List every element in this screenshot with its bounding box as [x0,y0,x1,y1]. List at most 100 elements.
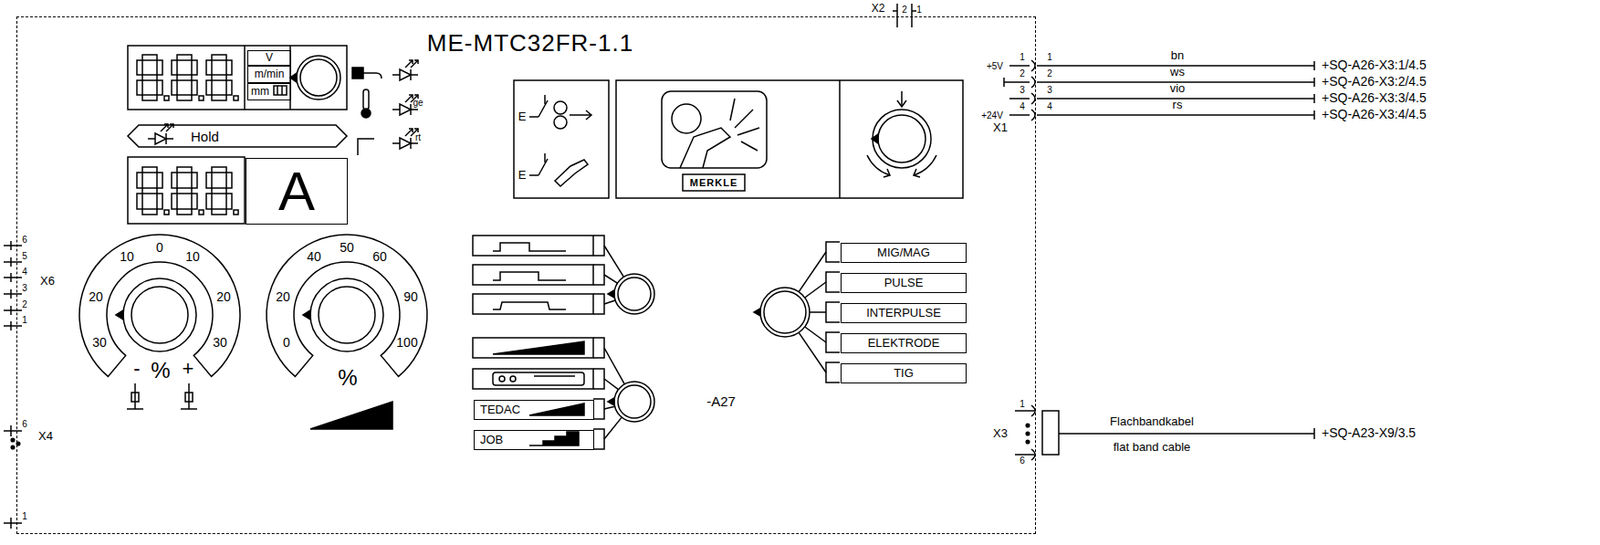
segment [156,172,163,189]
panel-label: 10 [185,250,200,264]
selector-box [472,337,594,358]
label-box: mm [247,83,292,101]
selector-tab [593,235,605,256]
decimal-point [198,95,204,101]
decimal-point [233,95,239,101]
panel-stroke [166,124,174,132]
panel-stroke [3,261,22,263]
panel-stroke [1003,81,1030,84]
panel-label: 90 [403,290,419,304]
segment [142,209,157,215]
panel-stroke [671,104,701,134]
panel-stroke [616,80,963,199]
panel-stroke [913,155,937,176]
panel-stroke [805,282,827,298]
panel-stroke [3,324,22,327]
panel-label: ws [1170,65,1185,79]
panel-label: X4 [38,429,53,443]
selector-tab [826,271,840,293]
panel-label: flat band cable [1113,440,1192,454]
segment [206,60,212,75]
segment [211,94,227,101]
panel-stroke [1009,114,1030,116]
panel-label: 4 [21,266,28,277]
panel-stroke [529,174,539,177]
label-box: TIG [840,363,967,384]
panel-stroke [604,406,616,409]
knob [617,277,651,311]
panel-stroke [3,522,22,524]
panel-label: ge [412,97,423,108]
panel-stroke [408,94,413,99]
panel-stroke [867,155,890,176]
panel-stroke [1313,61,1316,71]
panel-label: V [265,52,273,64]
panel-stroke [10,289,12,299]
panel-label: E [518,110,527,124]
panel-label: 1 [21,314,28,325]
panel-label: X2 [871,2,886,15]
panel-stroke [1014,409,1035,412]
selector-tab [593,398,605,419]
panel-label: 1 [1019,52,1025,63]
panel-label: A [278,161,315,222]
selector-box [472,368,594,389]
selector-tab [826,332,840,353]
panel-stroke [604,300,616,304]
knob [310,278,384,352]
panel-label: 20 [88,290,104,304]
segment [226,193,232,210]
segment [177,74,192,81]
panel-label: 20 [216,290,231,304]
panel-stroke [838,80,841,199]
panel-label: E [518,168,527,182]
panel-stroke [3,429,22,432]
panel-stroke [538,100,548,117]
panel-stroke [604,245,624,277]
label-box: Hold [128,125,348,148]
panel-stroke [147,137,156,140]
panel-stroke [1313,110,1316,120]
panel-stroke [897,100,907,107]
label-box: MIG/MAG [840,242,967,263]
panel-label: INTERPULSE [866,306,942,320]
panel-stroke [10,257,12,267]
panel-stroke [1313,77,1316,87]
panel-stroke [410,73,419,76]
panel-stroke [169,124,174,128]
panel-label: 100 [396,335,418,350]
selector-tab [593,337,605,358]
selector-tab [593,264,605,285]
panel-stroke [533,375,576,377]
panel-label: % [337,366,357,390]
panel-stroke [273,85,287,95]
segment [226,80,232,95]
panel-title: ME-MTC32FR-1.1 [427,30,634,57]
cross-reference: +SQ-A26-X3:1/4.5 [1321,58,1427,73]
panel-stroke [554,101,567,115]
panel-label: 60 [372,250,387,264]
panel-stroke [414,60,419,64]
panel-stroke [134,383,136,409]
panel-label: 1 [916,4,922,15]
panel-stroke [127,156,245,224]
panel-stroke [392,73,400,76]
panel-label: +24V [981,110,1004,121]
panel-label: 6 [21,418,28,429]
segment [191,172,198,189]
panel-stroke [1036,114,1315,116]
panel-label: rt [415,132,421,143]
diode [155,133,167,145]
cross-reference: +SQ-A26-X3:3/4.5 [1321,91,1427,105]
segment [136,60,143,75]
segment [142,94,157,101]
panel-label: 3 [21,282,28,293]
segment [171,193,178,210]
panel-stroke [10,517,12,529]
panel-stroke [543,94,546,105]
knob [760,287,810,337]
decimal-point [198,209,204,215]
segment [136,172,143,189]
selector-tab [593,428,605,450]
segment [206,80,212,95]
